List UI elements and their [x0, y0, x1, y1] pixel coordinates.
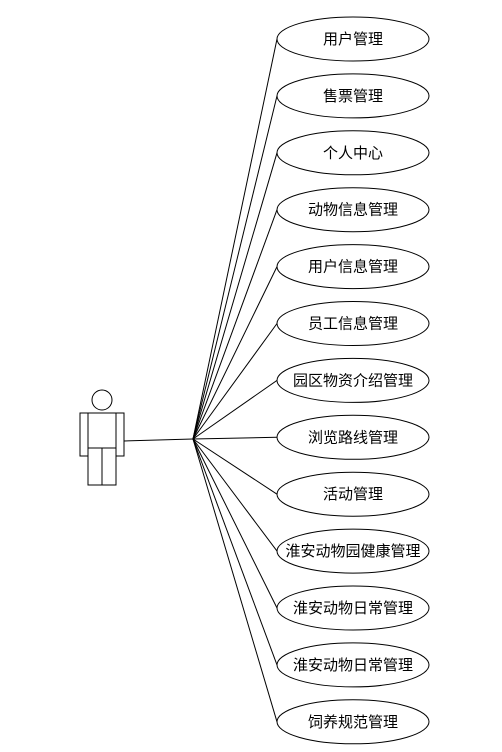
use-case-label: 淮安动物园健康管理 [285, 542, 420, 560]
association-line [192, 152, 278, 440]
association-line [192, 436, 278, 440]
association-line [192, 438, 278, 666]
use-case-ellipse [276, 585, 430, 631]
association-lines [192, 38, 278, 722]
use-case: 用户信息管理 [276, 244, 430, 290]
association-line [192, 209, 278, 440]
use-case-ellipse [276, 73, 430, 119]
use-case: 淮安动物园健康管理 [276, 528, 430, 574]
use-case-ellipse [276, 528, 430, 574]
use-case-ellipse [276, 187, 430, 233]
use-case: 动物信息管理 [276, 187, 430, 233]
use-case: 饲养规范管理 [276, 699, 430, 745]
use-case-label: 用户管理 [323, 30, 383, 48]
use-case: 员工信息管理 [276, 301, 430, 346]
association-line [192, 438, 278, 552]
use-case-label: 淮安动物日常管理 [293, 599, 413, 617]
use-case-label: 浏览路线管理 [308, 428, 398, 446]
actor-arm-right [115, 412, 125, 457]
use-case-label: 活动管理 [323, 485, 383, 503]
use-case: 个人中心 [276, 130, 430, 176]
use-cases: 用户管理售票管理个人中心动物信息管理用户信息管理员工信息管理园区物资介绍管理浏览… [276, 16, 430, 745]
use-case-ellipse [276, 471, 430, 517]
use-case-label: 用户信息管理 [308, 258, 398, 276]
actor-association-line [123, 438, 194, 442]
use-case-ellipse [276, 130, 430, 176]
use-case-ellipse [276, 699, 430, 745]
association-line [192, 323, 278, 440]
actor-arm-left [79, 412, 89, 457]
use-case-label: 员工信息管理 [308, 315, 398, 333]
actor-leg-right [101, 447, 117, 486]
actor-head [91, 389, 113, 411]
actor-leg-left [87, 447, 103, 486]
use-case-ellipse [276, 642, 430, 688]
use-case-ellipse [276, 414, 430, 460]
association-line [192, 438, 278, 609]
association-line [192, 438, 278, 722]
use-case-ellipse [276, 16, 430, 62]
association-line [192, 379, 278, 440]
use-case-label: 售票管理 [323, 87, 383, 105]
use-case: 售票管理 [276, 73, 430, 119]
use-case-ellipse [276, 301, 430, 346]
use-case: 浏览路线管理 [276, 414, 430, 460]
actor-figure [79, 389, 125, 486]
association-line [192, 438, 278, 495]
use-case: 淮安动物日常管理 [276, 642, 430, 688]
use-case-label: 个人中心 [323, 144, 383, 162]
use-case-label: 饲养规范管理 [308, 713, 398, 731]
use-case: 淮安动物日常管理 [276, 585, 430, 631]
use-case: 活动管理 [276, 471, 430, 517]
association-line [192, 38, 278, 440]
use-case-ellipse [276, 244, 430, 290]
use-case-label: 淮安动物日常管理 [293, 656, 413, 674]
use-case: 园区物资介绍管理 [276, 357, 430, 403]
association-line [192, 95, 278, 440]
use-case: 用户管理 [276, 16, 430, 62]
use-case-ellipse [276, 357, 430, 403]
use-case-label: 园区物资介绍管理 [293, 371, 413, 389]
use-case-label: 动物信息管理 [308, 201, 398, 219]
association-line [192, 266, 278, 440]
